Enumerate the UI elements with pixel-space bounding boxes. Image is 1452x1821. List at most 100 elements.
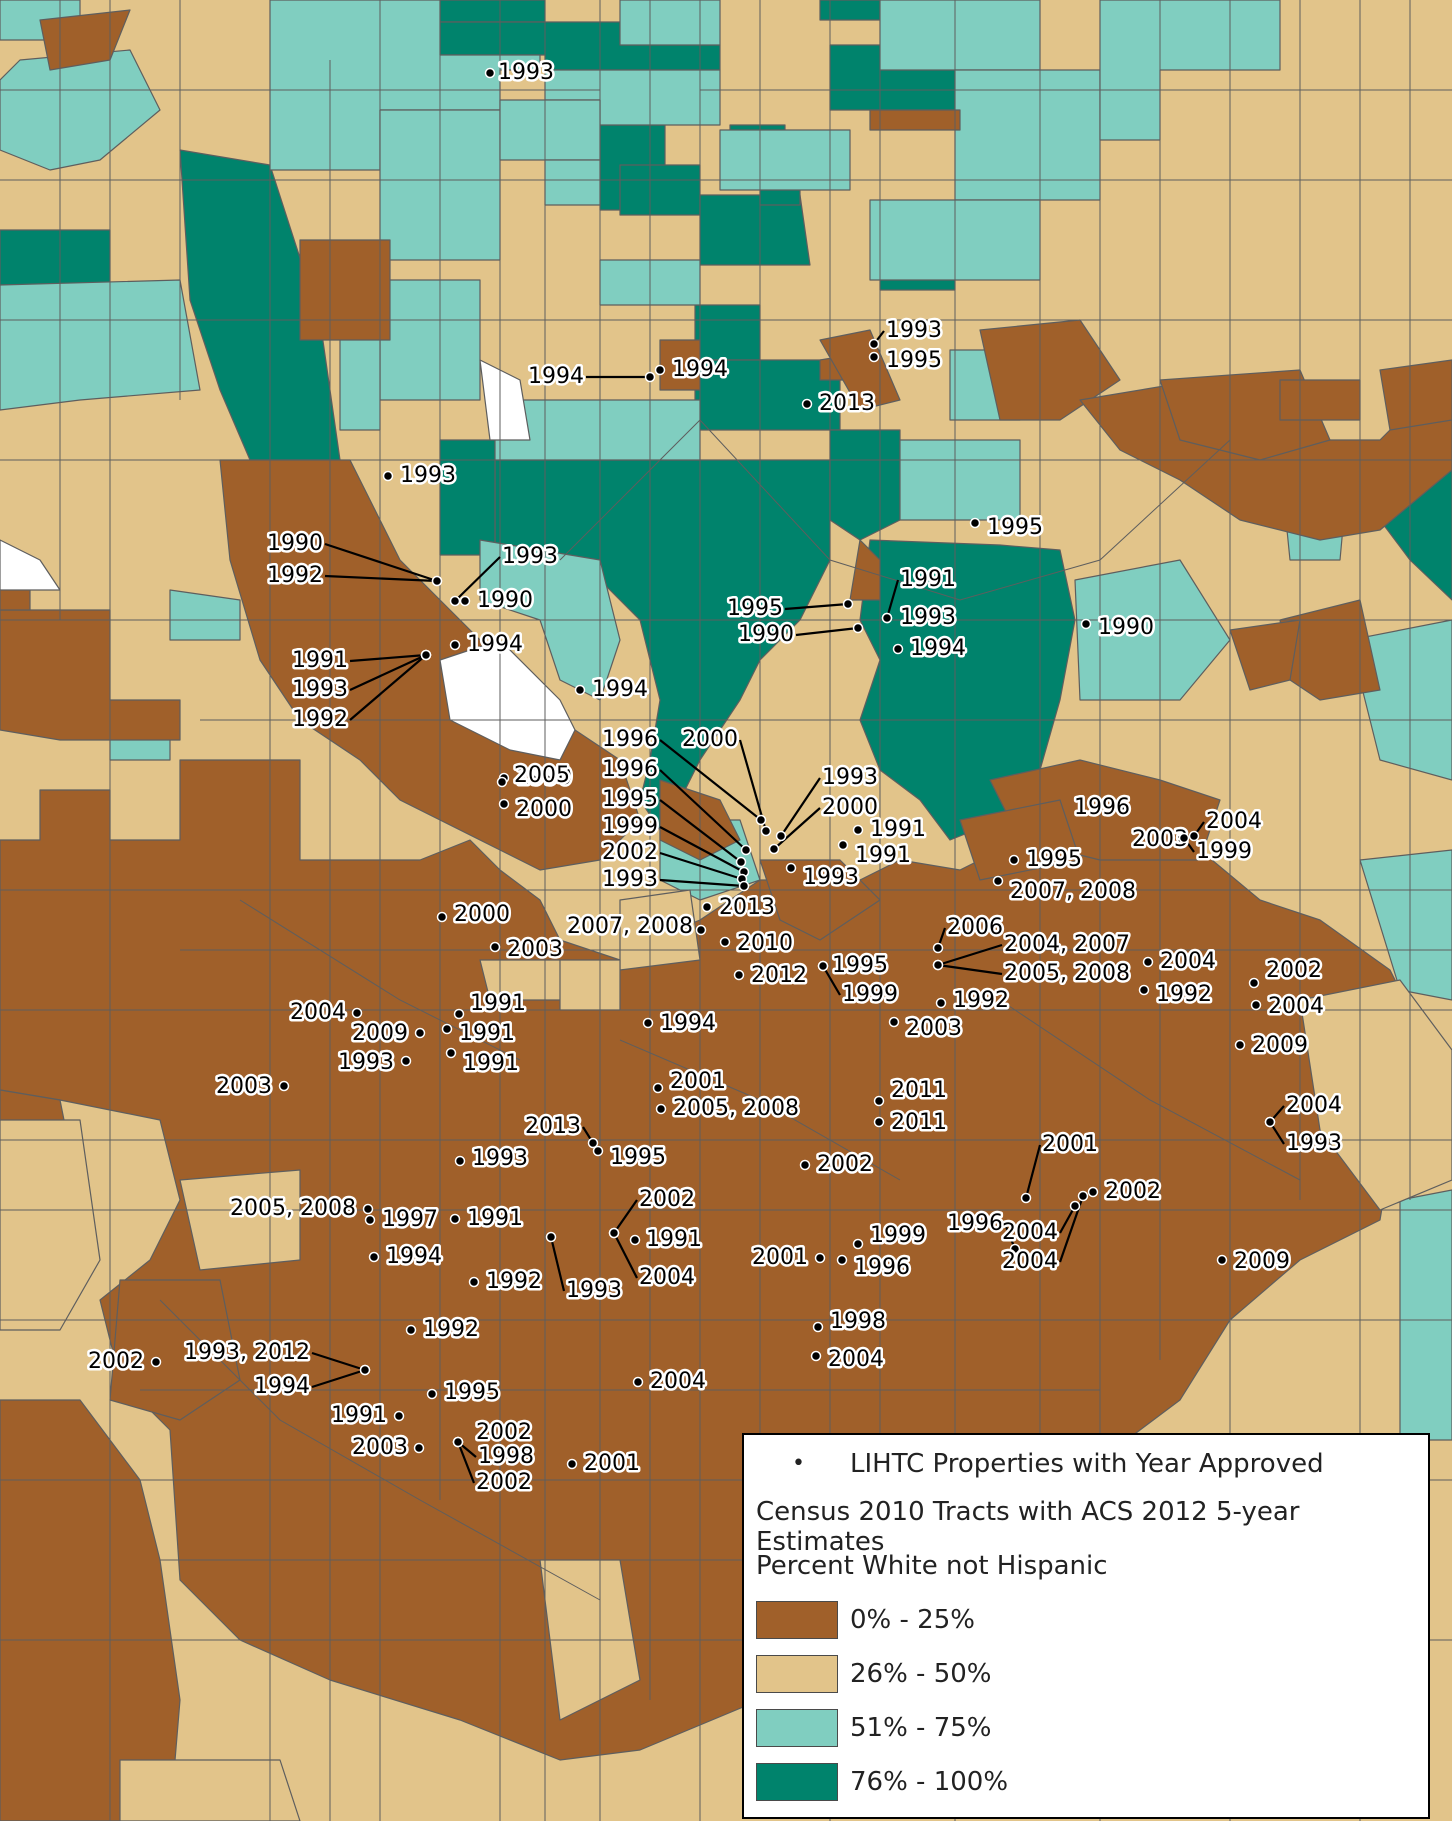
lihtc-point[interactable]	[405, 1324, 417, 1336]
lihtc-point[interactable]	[629, 1234, 641, 1246]
lihtc-property-marker[interactable]: 1999	[817, 960, 901, 1010]
lihtc-property-marker[interactable]: 1991	[329, 1401, 405, 1431]
lihtc-property-marker[interactable]: 1993	[600, 865, 750, 895]
lihtc-property-marker[interactable]: 1998	[452, 1436, 537, 1472]
lihtc-point[interactable]	[364, 1214, 376, 1226]
lihtc-point[interactable]	[1009, 1243, 1021, 1255]
lihtc-point[interactable]	[454, 1155, 466, 1167]
lihtc-property-marker[interactable]: 1990	[265, 529, 443, 587]
lihtc-property-marker[interactable]: 2011	[873, 1108, 950, 1138]
lihtc-property-marker[interactable]: 1993	[382, 461, 459, 491]
lihtc-point[interactable]	[701, 901, 713, 913]
lihtc-property-marker[interactable]: 2004	[1000, 1190, 1089, 1277]
lihtc-property-marker[interactable]: 1991	[837, 839, 914, 871]
lihtc-property-marker[interactable]: 2003	[350, 1433, 425, 1463]
lihtc-property-marker[interactable]: 2004	[810, 1345, 887, 1375]
lihtc-property-marker[interactable]: 1993	[484, 58, 557, 88]
lihtc-point[interactable]	[1216, 1254, 1228, 1266]
lihtc-property-marker[interactable]: 2000	[680, 725, 772, 837]
lihtc-point[interactable]	[426, 1388, 438, 1400]
lihtc-point[interactable]	[760, 825, 772, 837]
lihtc-property-marker[interactable]: 1995	[969, 513, 1046, 543]
lihtc-property-marker[interactable]: 1994	[449, 630, 526, 660]
lihtc-point[interactable]	[932, 959, 944, 971]
lihtc-point[interactable]	[642, 1017, 654, 1029]
lihtc-property-marker[interactable]: 1991	[441, 1019, 518, 1049]
lihtc-point[interactable]	[449, 595, 461, 607]
lihtc-point[interactable]	[1020, 1192, 1032, 1204]
lihtc-property-marker[interactable]: 2006	[932, 913, 1006, 954]
lihtc-point[interactable]	[644, 371, 656, 383]
lihtc-point[interactable]	[498, 798, 510, 810]
lihtc-point[interactable]	[873, 1116, 885, 1128]
lihtc-property-marker[interactable]: 1990	[1080, 613, 1157, 643]
lihtc-property-marker[interactable]: 1995	[725, 594, 854, 624]
lihtc-property-marker[interactable]: 2005, 2008	[932, 959, 1132, 989]
lihtc-property-marker[interactable]: 2013	[801, 389, 878, 419]
lihtc-point[interactable]	[489, 941, 501, 953]
lihtc-property-marker[interactable]: 1994	[892, 634, 969, 664]
lihtc-property-marker[interactable]: 1996	[945, 1209, 1021, 1255]
lihtc-point[interactable]	[868, 351, 880, 363]
lihtc-property-marker[interactable]: 1993	[881, 603, 959, 633]
lihtc-property-marker[interactable]: 1994	[252, 1364, 371, 1402]
lihtc-property-marker[interactable]: 2002	[452, 1418, 535, 1448]
lihtc-property-marker[interactable]: 1995	[426, 1378, 503, 1408]
lihtc-point[interactable]	[1248, 977, 1260, 989]
lihtc-point[interactable]	[733, 969, 745, 981]
lihtc-point[interactable]	[785, 862, 797, 874]
lihtc-point[interactable]	[992, 875, 1004, 887]
lihtc-point[interactable]	[755, 814, 767, 826]
lihtc-property-marker[interactable]: 2011	[873, 1076, 950, 1107]
lihtc-point[interactable]	[1138, 984, 1150, 996]
lihtc-property-marker[interactable]: 2007, 2008	[565, 912, 707, 942]
lihtc-point[interactable]	[654, 364, 666, 376]
lihtc-property-marker[interactable]: 2002	[86, 1347, 162, 1377]
lihtc-point[interactable]	[351, 1007, 363, 1019]
lihtc-property-marker[interactable]: 1991	[449, 1204, 526, 1234]
lihtc-point[interactable]	[414, 1027, 426, 1039]
lihtc-property-marker[interactable]: 2003	[888, 1014, 965, 1044]
lihtc-property-marker[interactable]: 2004	[632, 1367, 709, 1397]
lihtc-property-marker[interactable]: 2004	[288, 998, 363, 1028]
lihtc-property-marker[interactable]: 1994	[654, 355, 731, 385]
lihtc-property-marker[interactable]: 2005, 2008	[655, 1094, 801, 1124]
lihtc-point[interactable]	[836, 1254, 848, 1266]
lihtc-property-marker[interactable]: 2001	[652, 1067, 729, 1097]
lihtc-point[interactable]	[969, 517, 981, 529]
lihtc-point[interactable]	[801, 398, 813, 410]
lihtc-property-marker[interactable]: 1993	[775, 763, 881, 842]
lihtc-point[interactable]	[436, 911, 448, 923]
lihtc-property-marker[interactable]: 2009	[1234, 1031, 1311, 1061]
lihtc-property-marker[interactable]: 1993	[1264, 1116, 1345, 1159]
lihtc-point[interactable]	[1080, 618, 1092, 630]
lihtc-property-marker[interactable]: 2001	[1020, 1130, 1101, 1204]
lihtc-property-marker[interactable]: 1992	[265, 561, 443, 591]
lihtc-property-marker[interactable]: 2002	[799, 1150, 876, 1180]
lihtc-property-marker[interactable]: 1995	[868, 346, 945, 376]
lihtc-point[interactable]	[873, 1095, 885, 1107]
lihtc-point[interactable]	[1087, 1186, 1099, 1198]
lihtc-point[interactable]	[892, 643, 904, 655]
lihtc-point[interactable]	[1116, 800, 1128, 812]
lihtc-property-marker[interactable]: 1992	[405, 1315, 482, 1345]
lihtc-point[interactable]	[740, 844, 752, 856]
lihtc-point[interactable]	[452, 1436, 464, 1448]
lihtc-point[interactable]	[368, 1251, 380, 1263]
lihtc-property-marker[interactable]: 2004	[1250, 992, 1327, 1022]
lihtc-point[interactable]	[359, 1364, 371, 1376]
lihtc-property-marker[interactable]: 2000	[768, 793, 881, 855]
lihtc-point[interactable]	[382, 470, 394, 482]
lihtc-property-marker[interactable]: 2009	[1216, 1247, 1293, 1277]
lihtc-point[interactable]	[655, 1103, 667, 1115]
lihtc-point[interactable]	[362, 1203, 374, 1215]
lihtc-property-marker[interactable]: 2003	[214, 1072, 290, 1102]
lihtc-point[interactable]	[496, 776, 508, 788]
lihtc-property-marker[interactable]: 1999	[1178, 832, 1255, 867]
lihtc-property-marker[interactable]: 2012	[733, 961, 810, 991]
lihtc-point[interactable]	[842, 598, 854, 610]
lihtc-property-marker[interactable]: 2003	[1130, 825, 1191, 855]
lihtc-point[interactable]	[719, 936, 731, 948]
lihtc-point[interactable]	[888, 1016, 900, 1028]
lihtc-point[interactable]	[935, 997, 947, 1009]
